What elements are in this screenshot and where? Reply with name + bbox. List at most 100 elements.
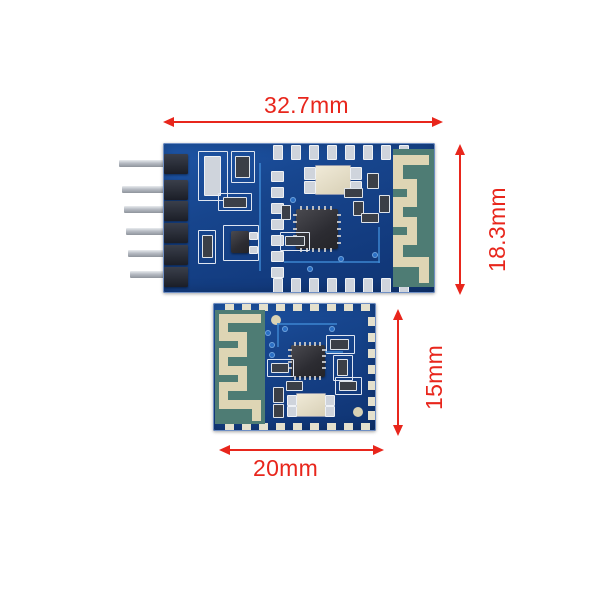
silkscreen-outline: [218, 193, 252, 211]
antenna-trace: [219, 348, 228, 374]
antenna-trace: [219, 382, 228, 408]
edge-pad-top: [345, 145, 355, 160]
castellation-pad-top: [310, 303, 319, 311]
dimension-label-32-7mm: 32.7mm: [264, 92, 349, 118]
edge-pad-top: [309, 145, 319, 160]
qfn-pin: [314, 376, 316, 380]
antenna-trace: [238, 366, 247, 390]
smd-resistor: [202, 235, 213, 258]
crystal-pad: [325, 406, 335, 417]
qfn-pin: [322, 367, 326, 369]
transistor-pad: [249, 232, 258, 240]
castellation-pad-bottom: [293, 423, 302, 431]
pcb-trace: [259, 163, 261, 271]
smd-capacitor: [285, 236, 305, 246]
qfn-pin: [324, 248, 326, 252]
upper-breakout-board: [163, 143, 435, 293]
dimension-label-18-3mm: 18.3mm: [484, 187, 510, 272]
module-footprint-pad: [271, 235, 284, 246]
castellation-pad-right: [368, 317, 376, 326]
antenna-trace: [219, 348, 247, 357]
antenna-trace: [238, 332, 247, 356]
antenna-trace: [219, 314, 261, 323]
pcb-via: [308, 267, 312, 271]
qfn-pin: [304, 376, 306, 380]
qfn-pin: [293, 221, 297, 223]
bluetooth-soc-qfn: [288, 342, 326, 380]
qfn-pin: [319, 342, 321, 346]
module-footprint-pad: [271, 219, 284, 230]
castellation-pad-right: [368, 397, 376, 406]
header-pin-metal: [130, 271, 171, 278]
antenna-trace: [419, 257, 429, 283]
edge-pad-top: [273, 145, 283, 160]
crystal-pad: [287, 395, 297, 406]
crystal-oscillator: [296, 393, 326, 417]
arrow-down-icon-module: [393, 425, 403, 436]
header-body-black: [164, 223, 188, 243]
module-footprint-pad: [271, 171, 284, 182]
pcb-via: [373, 253, 377, 257]
qfn-pin: [312, 248, 314, 252]
qfn-pin: [299, 376, 301, 380]
test-pad: [271, 315, 281, 325]
qfn-pin: [309, 376, 311, 380]
qfn-pin: [294, 342, 296, 346]
castellation-pad-right: [368, 365, 376, 374]
header-pin-metal: [122, 186, 171, 193]
edge-pad-top: [291, 145, 301, 160]
lower-bare-module: [213, 303, 376, 431]
smd-capacitor: [361, 213, 379, 223]
castellation-pad-bottom: [310, 423, 319, 431]
edge-pad-bottom: [309, 278, 319, 293]
qfn-pin: [318, 206, 320, 210]
dimension-label-20mm: 20mm: [253, 455, 319, 481]
header-pin-metal: [124, 206, 171, 213]
qfn-pin: [337, 214, 341, 216]
pcb-trace: [378, 227, 380, 263]
arrow-right-icon-module: [373, 445, 384, 455]
qfn-pin: [337, 242, 341, 244]
arrow-left-icon-top: [163, 117, 174, 127]
qfn-pin: [293, 228, 297, 230]
qfn-pin: [293, 214, 297, 216]
castellation-pad-bottom: [344, 423, 353, 431]
transistor-pad: [249, 246, 258, 254]
antenna-trace: [219, 314, 228, 340]
castellation-pad-bottom: [327, 423, 336, 431]
silkscreen-outline: [198, 151, 228, 201]
antenna-trace: [393, 235, 403, 265]
silkscreen-outline: [267, 359, 294, 377]
pcb-trace: [325, 351, 343, 353]
castellation-pad-bottom: [361, 423, 370, 431]
smd-inductor: [379, 195, 390, 213]
antenna-trace: [219, 400, 261, 409]
castellation-pad-right: [368, 381, 376, 390]
pcb-trace: [284, 261, 380, 263]
antenna-trace: [393, 197, 417, 207]
header-pin-metal: [119, 160, 171, 167]
pcb-via: [330, 327, 334, 331]
smd-capacitor: [330, 339, 349, 350]
antenna-trace: [219, 382, 247, 391]
qfn-pin: [312, 206, 314, 210]
smd-capacitor: [339, 381, 357, 391]
pcb-via: [339, 257, 343, 261]
header-body-black: [164, 267, 188, 287]
arrow-up-icon-right: [455, 144, 465, 155]
module-footprint-pad: [271, 267, 284, 278]
antenna-trace: [393, 155, 403, 189]
qfn-pin: [288, 361, 292, 363]
crystal-pad: [350, 167, 362, 180]
smd-capacitor: [271, 363, 289, 373]
silkscreen-outline: [335, 377, 362, 395]
castellation-pad-top: [361, 303, 370, 311]
crystal-pad: [304, 181, 316, 194]
silkscreen-outline: [231, 151, 255, 183]
castellation-pad-top: [327, 303, 336, 311]
arrow-up-icon-module: [393, 309, 403, 320]
transistor-sot23: [231, 231, 249, 253]
pcb-via: [270, 343, 274, 347]
edge-pad-top: [327, 145, 337, 160]
